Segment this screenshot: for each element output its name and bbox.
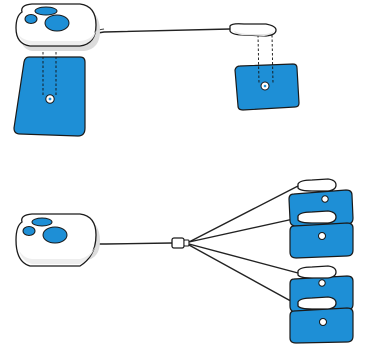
right-electrode-pad (234, 34, 300, 111)
main-cable (97, 242, 173, 245)
snap-connector (229, 23, 277, 37)
cable-splitter (171, 237, 190, 249)
lead-wires (188, 185, 299, 306)
snap-connector (297, 265, 337, 279)
tens-device (15, 213, 100, 267)
pad-snap-icon (318, 279, 326, 287)
pad-snap-icon (321, 195, 329, 203)
device-button-icon (34, 6, 58, 16)
single-pair-configuration (13, 3, 300, 137)
device-button-icon (42, 226, 68, 244)
snap-connector (297, 178, 337, 192)
electrode-pad-2 (289, 210, 354, 259)
device-button-icon (24, 14, 38, 24)
electrode-pad-4 (289, 296, 354, 344)
snap-connector (297, 210, 337, 224)
top-cable (97, 28, 231, 34)
device-button-icon (22, 226, 36, 236)
left-electrode-pad (13, 52, 86, 137)
quad-splitter-configuration (15, 178, 354, 344)
device-button-icon (44, 14, 70, 32)
device-button-icon (31, 217, 53, 227)
pad-snap-icon (319, 318, 327, 326)
tens-device (15, 3, 100, 51)
snap-connector (297, 296, 337, 310)
pad-snap-icon (318, 232, 326, 240)
